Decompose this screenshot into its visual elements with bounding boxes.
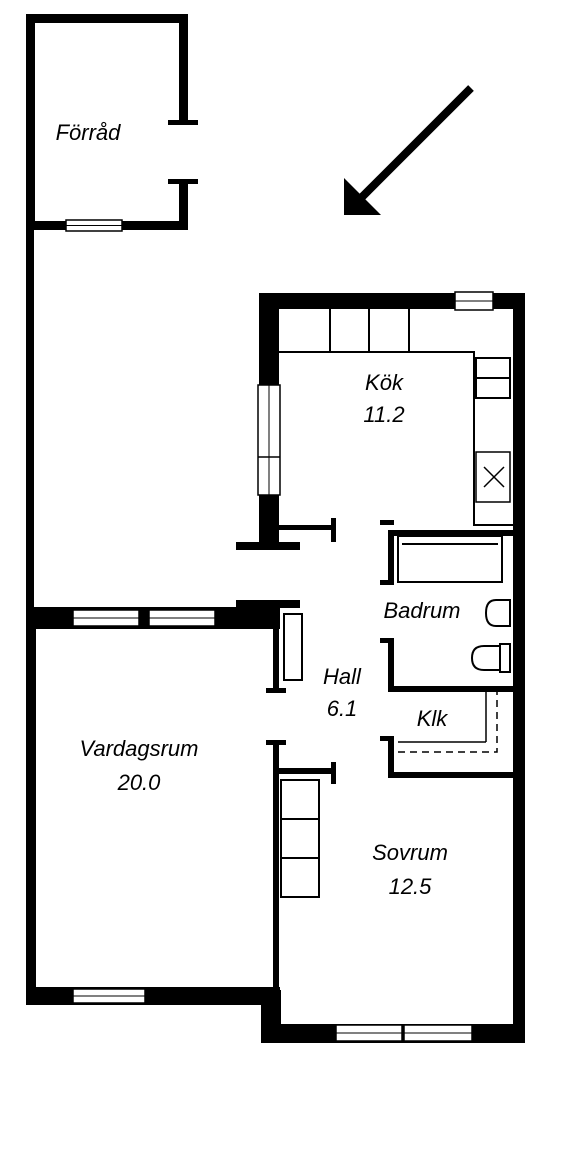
bathroom-wall-top — [388, 530, 525, 536]
storage-outline-top — [26, 14, 188, 23]
living-room: Vardagsrum 20.0 — [26, 607, 280, 1005]
closet: Klk — [380, 692, 525, 778]
storage-door-jamb — [168, 120, 198, 125]
storage-outline-left — [26, 14, 35, 230]
living-window-bottom — [72, 988, 146, 1004]
kitchen-window-top — [454, 291, 494, 311]
bedroom-wall-top-left — [279, 768, 336, 774]
room-area-vardagsrum: 20.0 — [117, 770, 162, 795]
hall-door-jamb — [266, 688, 286, 693]
living-window-top — [72, 609, 216, 627]
kitchen-door-wall — [279, 525, 336, 530]
outer-wall-left — [26, 230, 34, 610]
bathroom-door-jamb — [380, 520, 394, 525]
room-name-vardagsrum: Vardagsrum — [79, 736, 198, 761]
wardrobe-icon — [283, 613, 303, 681]
kitchen-wall-right — [513, 293, 525, 535]
bathroom-wall-right — [513, 530, 525, 780]
living-wall-left — [26, 607, 36, 1005]
room-name-klk: Klk — [417, 706, 449, 731]
hall-wall-stub — [236, 600, 300, 608]
room-name-kok: Kök — [365, 370, 404, 395]
bathroom-door-jamb — [380, 638, 394, 643]
bedroom-door-jamb — [331, 762, 336, 784]
bedroom-wall-right — [513, 772, 525, 1043]
storage-door-jamb — [168, 179, 198, 184]
bathroom-wall-left-lower — [388, 638, 394, 690]
kitchen-door-jamb — [331, 518, 336, 542]
storage-outline-right-lower — [179, 180, 188, 230]
living-wall-right — [273, 740, 279, 992]
bedroom-door-jamb — [388, 762, 394, 778]
kitchen-wall-stub — [236, 542, 300, 550]
room-area-hall: 6.1 — [327, 696, 358, 721]
entrance-arrow-icon — [344, 85, 474, 215]
bathroom-door-jamb — [380, 580, 394, 585]
wardrobe-icon — [280, 779, 320, 898]
bathroom: Badrum — [380, 520, 525, 780]
living-wall-bottom — [26, 987, 280, 1005]
closet-door-jamb — [380, 736, 394, 741]
storage-outline-right-upper — [179, 14, 188, 124]
kitchen-window-left — [257, 384, 281, 496]
room-name-badrum: Badrum — [383, 598, 460, 623]
bedroom: Sovrum 12.5 — [261, 762, 525, 1043]
room-name-forrad: Förråd — [56, 120, 122, 145]
hall: Hall 6.1 — [236, 600, 362, 745]
bathroom-wall-left-upper — [388, 530, 394, 585]
kitchen-counter — [279, 309, 513, 526]
hall-wall-left — [273, 600, 279, 692]
toilet-icon — [470, 643, 511, 673]
kitchen: Kök 11.2 — [236, 291, 525, 550]
room-area-sovrum: 12.5 — [389, 874, 433, 899]
closet-shelf-outline — [398, 692, 498, 753]
closet-wall-bottom — [388, 772, 525, 778]
room-area-kok: 11.2 — [363, 402, 404, 427]
storage-room — [26, 14, 198, 232]
sink-icon — [484, 599, 511, 627]
bedroom-window-bottom — [335, 1024, 473, 1042]
bathroom-wall-bottom — [388, 686, 525, 692]
stove-icon — [475, 357, 511, 399]
room-name-sovrum: Sovrum — [372, 840, 448, 865]
bathtub-icon — [397, 535, 503, 583]
storage-window — [65, 219, 123, 232]
sink-icon — [475, 451, 511, 503]
room-name-hall: Hall — [323, 664, 362, 689]
closet-wall-left — [388, 738, 394, 778]
